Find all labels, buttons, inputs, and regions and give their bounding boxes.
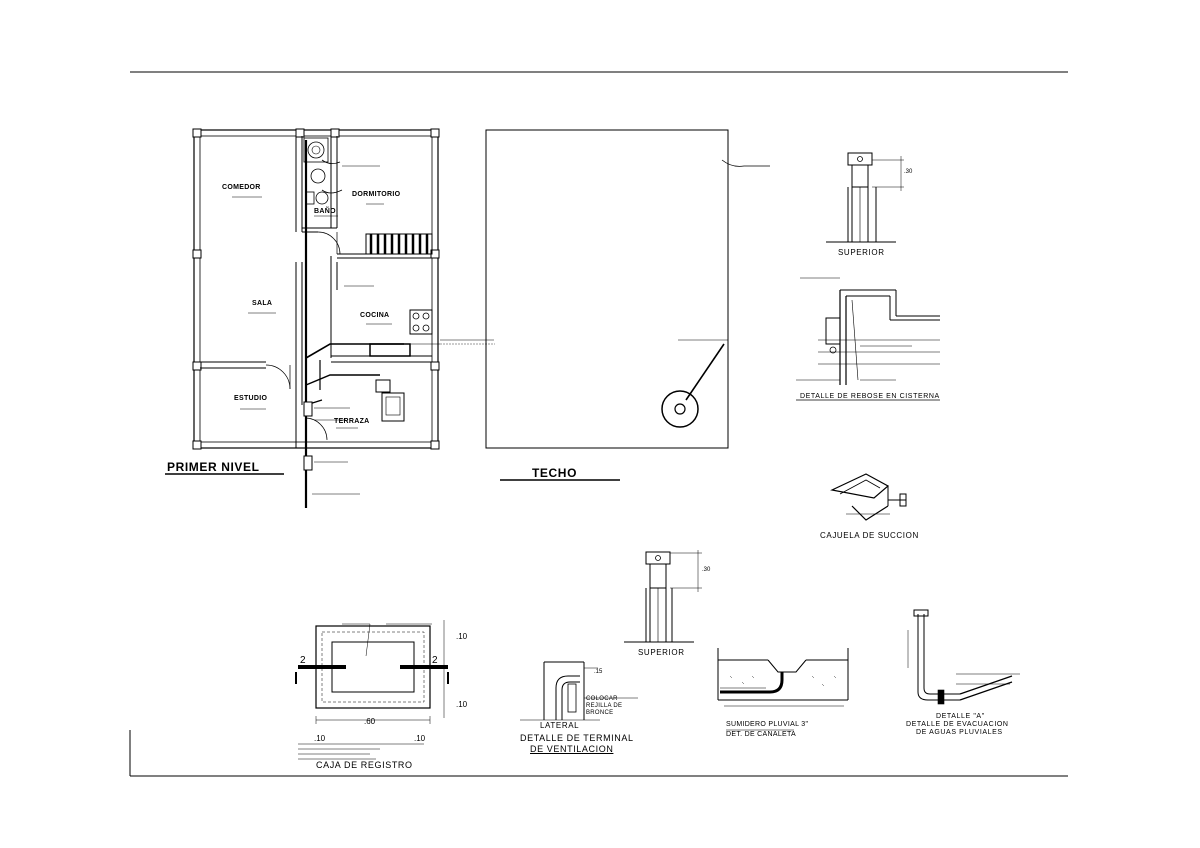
lateral-label: LATERAL [540,721,580,730]
caja-notes [298,743,424,760]
rebose-caption: DETALLE DE REBOSE EN CISTERNA [800,393,940,400]
room-label-dormitorio: DORMITORIO [352,191,401,198]
terminal-caption-2: DE VENTILACION [530,744,614,754]
room-label-estudio: ESTUDIO [234,395,268,402]
evac-caption-1: DETALLE "A" [936,713,985,720]
roof-plan [485,129,770,449]
caja-dim-width: .60 [364,717,376,726]
evac-caption-2: DETALLE DE EVACUACION [906,721,1009,728]
caja-registro-detail [295,620,449,724]
lateral-note: COLOCAR REJILLA DE BRONCE [586,696,623,716]
ventilacion-detail [520,661,638,721]
lateral-dim: .15 [594,669,603,675]
superior-top-dim: .30 [904,169,913,175]
caja-section-right: 2 [432,655,438,666]
superior-mid-label: SUPERIOR [638,648,685,657]
room-label-sala: SALA [252,300,273,307]
caja-dim-bottom: .10 [456,700,468,709]
plan-annotations [232,165,494,495]
sumidero-label-2: DET. DE CANALETA [726,731,797,738]
roof-title: TECHO [532,466,577,480]
caja-dim-top: .10 [456,632,468,641]
room-label-bano: BAÑO [314,208,336,215]
plan-pipes [303,140,495,508]
superior-mid-dim: .30 [702,567,711,573]
room-label-comedor: COMEDOR [222,184,261,191]
rebose-detail [796,277,940,401]
caja-dim-right: .10 [414,734,426,743]
cajuela-caption: CAJUELA DE SUCCION [820,531,919,540]
caja-dim-left: .10 [314,734,326,743]
terminal-caption-1: DETALLE DE TERMINAL [520,733,634,743]
evacuacion-detail [907,609,1020,705]
sumidero-detail [717,648,849,731]
plan-title: PRIMER NIVEL [167,460,260,474]
room-label-terraza: TERRAZA [334,418,370,425]
caja-section-left: 2 [300,655,306,666]
sumidero-label-1: SUMIDERO PLUVIAL 3" [726,721,809,728]
room-label-cocina: COCINA [360,312,390,319]
caja-caption: CAJA DE REGISTRO [316,760,413,770]
evac-caption-3: DE AGUAS PLUVIALES [916,729,1003,736]
floor-plan [192,128,440,450]
cajuela-detail [830,473,907,521]
superior-top-detail [826,152,904,243]
superior-mid-detail [624,550,702,643]
superior-top-label: SUPERIOR [838,248,885,257]
